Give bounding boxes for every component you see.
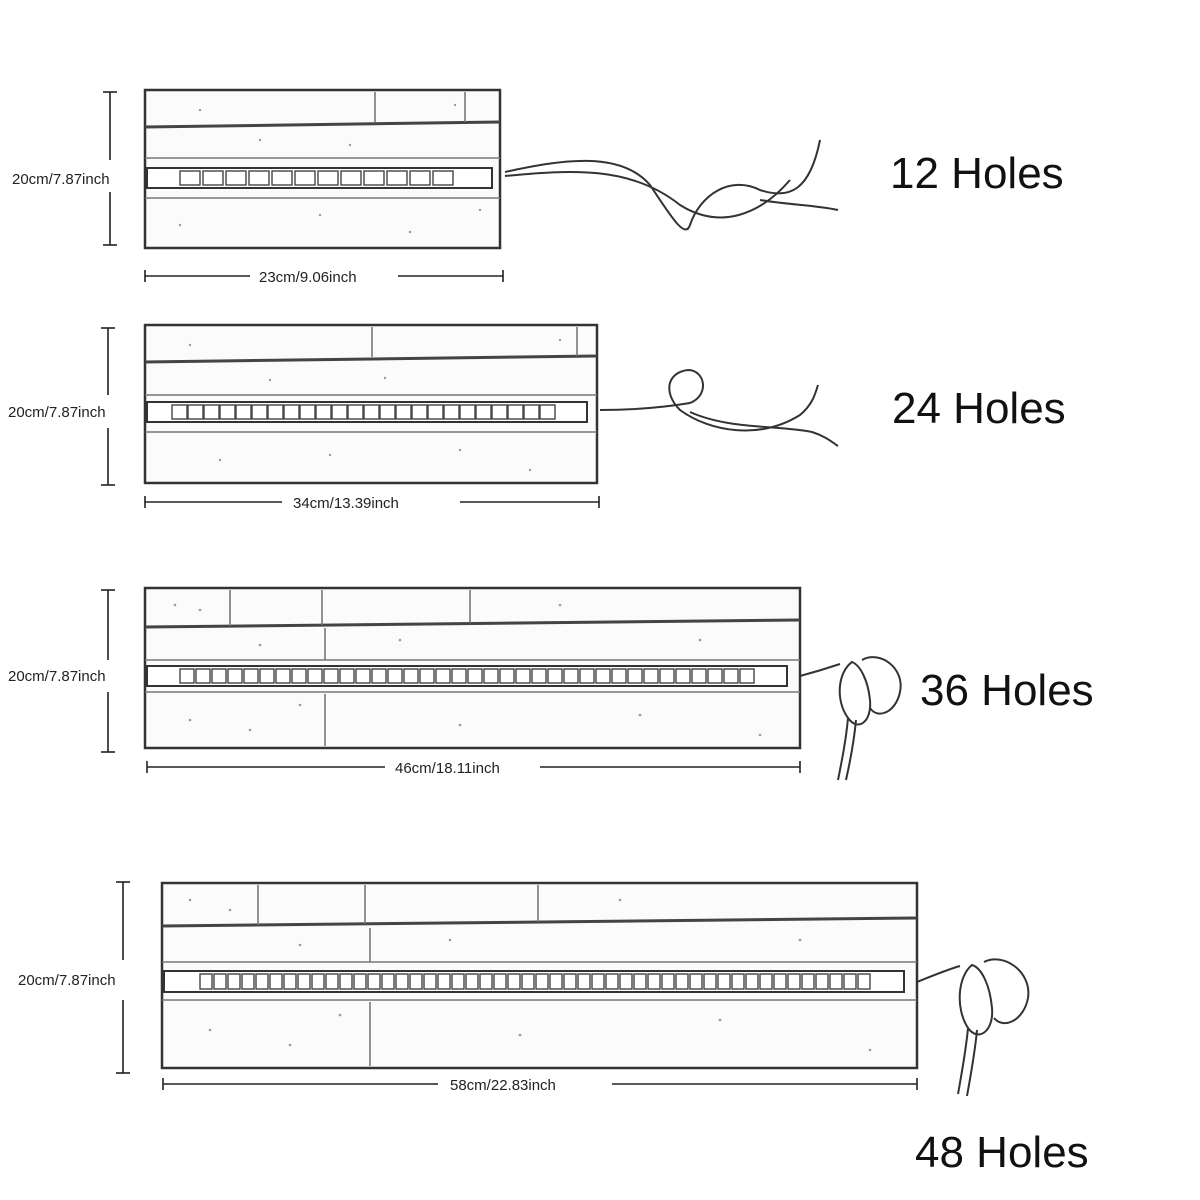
roll-title: 12 Holes — [890, 149, 1064, 198]
roll-title: 24 Holes — [892, 384, 1066, 433]
pocket-row — [179, 170, 454, 186]
pocket-row — [171, 404, 556, 420]
height-label: 20cm/7.87inch — [8, 668, 106, 685]
width-label: 34cm/13.39inch — [293, 495, 399, 512]
width-label: 58cm/22.83inch — [450, 1077, 556, 1094]
tie-string — [599, 368, 839, 447]
height-dimension: 20cm/7.87inch — [8, 327, 115, 486]
width-dimension: 23cm/9.06inch — [144, 269, 504, 286]
height-label: 20cm/7.87inch — [12, 171, 110, 188]
roll-body — [143, 323, 599, 485]
tie-string — [916, 958, 1030, 1097]
height-label: 20cm/7.87inch — [18, 972, 116, 989]
width-label: 23cm/9.06inch — [259, 269, 357, 286]
tie-string — [799, 656, 902, 781]
roll-body — [143, 586, 802, 750]
roll-title: 48 Holes — [915, 1128, 1089, 1177]
height-dimension: 20cm/7.87inch — [8, 589, 115, 753]
roll-title: 36 Holes — [920, 666, 1094, 715]
height-label: 20cm/7.87inch — [8, 404, 106, 421]
tie-string — [504, 139, 839, 231]
roll-12-holes: 20cm/7.87inch — [12, 88, 1064, 286]
pocket-row — [179, 668, 755, 684]
pocket-strip — [146, 665, 788, 687]
pocket-row — [199, 973, 871, 990]
height-dimension: 20cm/7.87inch — [12, 91, 117, 246]
height-dimension: 20cm/7.87inch — [18, 881, 130, 1074]
width-dimension: 34cm/13.39inch — [144, 495, 600, 512]
roll-24-holes: 20cm/7.87inch — [8, 323, 1066, 512]
roll-body — [143, 88, 502, 250]
width-label: 46cm/18.11inch — [395, 760, 500, 777]
roll-48-holes: 20cm/7.87inch — [18, 881, 1089, 1177]
width-dimension: 46cm/18.11inch — [146, 760, 801, 777]
roll-36-holes: 20cm/7.87inch — [8, 586, 1094, 781]
roll-body — [160, 881, 919, 1070]
pocket-strip — [146, 167, 493, 189]
pocket-strip — [146, 401, 588, 423]
width-dimension: 58cm/22.83inch — [162, 1077, 918, 1094]
